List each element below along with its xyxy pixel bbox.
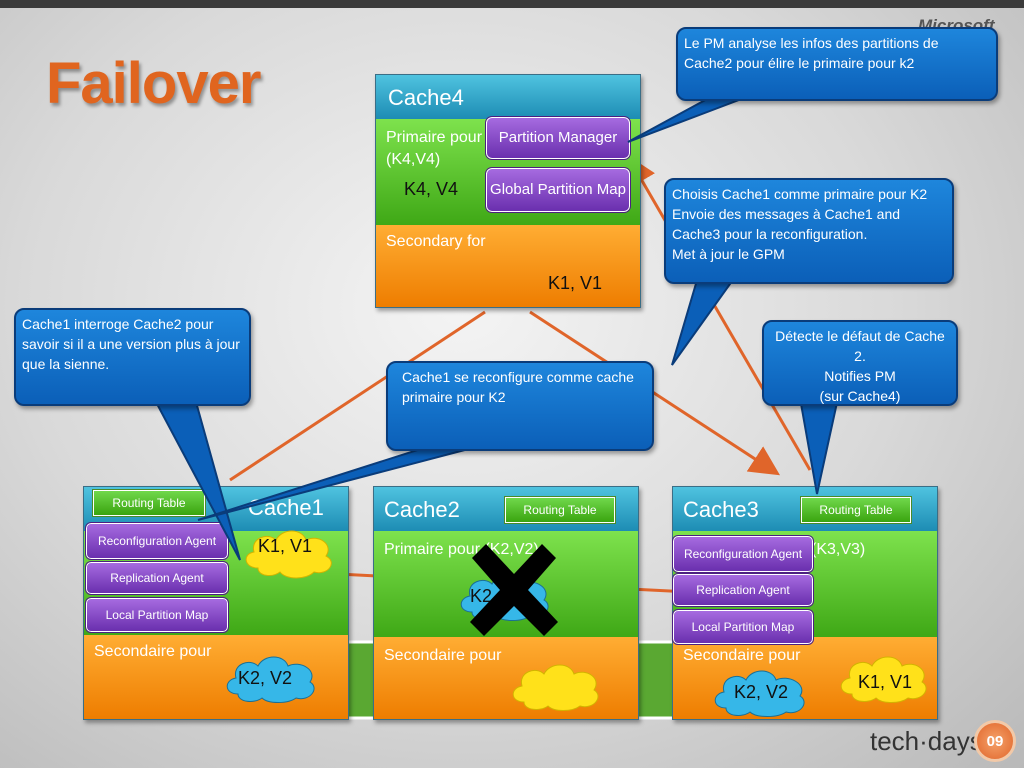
cache4-secondary-label: Secondary for: [386, 233, 486, 250]
cache2-cloud-yellow: [512, 664, 599, 711]
cache4-header: [376, 75, 640, 119]
cache2-routing-table[interactable]: Routing Table: [504, 496, 616, 524]
global-partition-map[interactable]: Global Partition Map: [485, 167, 631, 213]
cache4-primary-label: Primaire pour: [386, 129, 483, 146]
cache1-kv: K1, V1: [258, 536, 313, 556]
cache2-title: Cache2: [384, 497, 460, 522]
callout-pm-analyse: Le PM analyse les infos des partitions d…: [676, 27, 998, 101]
cache3-reconfiguration-agent[interactable]: Reconfiguration Agent: [672, 535, 814, 573]
cache3-kv-k2: K2, V2: [734, 682, 789, 702]
cache4-primary-keys: (K4,V4): [386, 151, 441, 168]
cache3-routing-table[interactable]: Routing Table: [800, 496, 912, 524]
callout-detecte: Détecte le défaut de Cache 2. Notifies P…: [762, 320, 958, 406]
cache3-title: Cache3: [683, 497, 759, 522]
cache4-secondary: [376, 225, 640, 307]
callout-interroge: Cache1 interroge Cache2 pour savoir si i…: [14, 308, 251, 406]
callout-reconfigure: Cache1 se reconfigure comme cache primai…: [386, 361, 654, 451]
cache1-routing-table[interactable]: Routing Table: [92, 489, 206, 517]
cache1-secondary-label: Secondaire pour: [94, 643, 212, 660]
partition-manager[interactable]: Partition Manager: [485, 116, 631, 160]
cache3-replication-agent[interactable]: Replication Agent: [672, 573, 814, 607]
link-cache4-cache1: [229, 310, 486, 482]
slide-title: Failover: [46, 51, 261, 116]
cache3-local-partition-map[interactable]: Local Partition Map: [672, 609, 814, 645]
cache4-secondary-kv: K1, V1: [548, 273, 603, 293]
cache1-local-partition-map[interactable]: Local Partition Map: [85, 597, 229, 633]
link-cache3-cache4: [626, 154, 812, 471]
techdays-logo: tech·days: [870, 726, 983, 756]
cache1-secondary-kv: K2, V2: [238, 668, 293, 688]
techdays-badge-icon: 09: [974, 720, 1016, 762]
cache4-title: Cache4: [388, 85, 464, 110]
cache1-cloud-blue: [226, 656, 315, 703]
cache1-reconfiguration-agent[interactable]: Reconfiguration Agent: [85, 522, 229, 560]
cache3-primary-keys: (K3,V3): [811, 541, 866, 558]
cache2-secondary-label: Secondaire pour: [384, 647, 502, 664]
callout-choisis: Choisis Cache1 comme primaire pour K2 En…: [664, 178, 954, 284]
cache3-kv-k1: K1, V1: [858, 672, 913, 692]
cache2-primary-label: Primaire pour (K2,V2): [384, 541, 539, 558]
failure-x-icon: [470, 544, 558, 636]
cache2-kv: K2: [470, 586, 493, 606]
top-bar: [0, 0, 1024, 8]
cache3-cloud-yellow: [840, 656, 927, 703]
cache4-kv: K4, V4: [404, 179, 459, 199]
cache1-replication-agent[interactable]: Replication Agent: [85, 561, 229, 595]
cache1-cloud-yellow: [245, 530, 332, 579]
cache3-secondary-label: Secondaire pour: [683, 647, 801, 664]
cache3-cloud-blue: [714, 670, 805, 717]
